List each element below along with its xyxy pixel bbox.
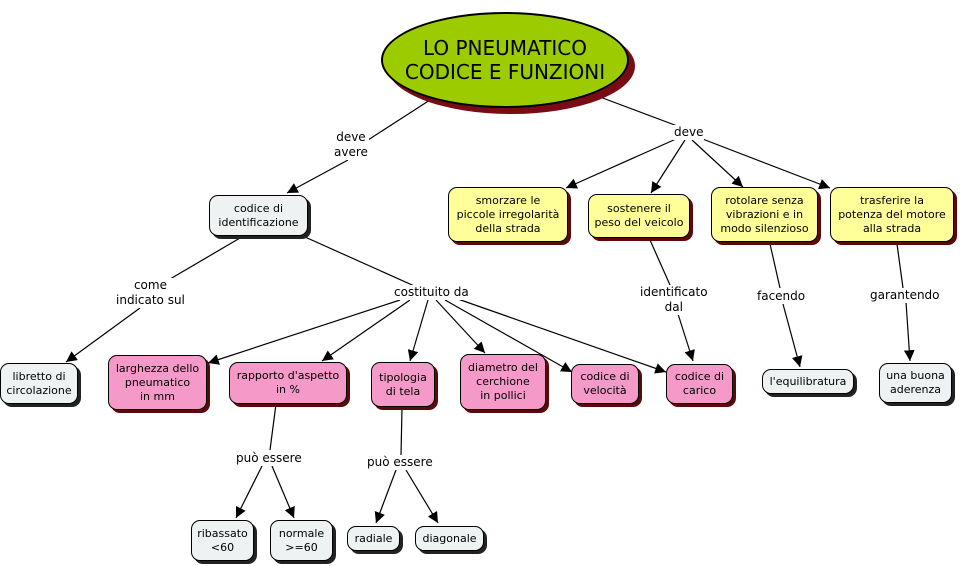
- link-label-costituito-da: costituito da: [393, 285, 470, 300]
- node-larghezza[interactable]: larghezza dello pneumatico in mm: [108, 355, 207, 410]
- link-label-identificato-dal: identificato dal: [639, 285, 709, 315]
- node-carico[interactable]: codice di carico: [666, 364, 733, 404]
- node-codice-identificazione[interactable]: codice di identificazione: [209, 195, 308, 236]
- link-label-puo-essere-2: può essere: [366, 455, 434, 470]
- node-libretto[interactable]: libretto di circolazione: [0, 363, 78, 404]
- node-diagonale[interactable]: diagonale: [415, 526, 484, 551]
- node-smorzare[interactable]: smorzare le piccole irregolarità della s…: [448, 187, 568, 242]
- link-label-deve: deve: [673, 125, 705, 140]
- link-label-deve-avere: deve avere: [333, 130, 369, 160]
- node-radiale[interactable]: radiale: [347, 526, 400, 551]
- link-label-puo-essere-1: può essere: [235, 451, 303, 466]
- root-topic[interactable]: LO PNEUMATICO CODICE E FUNZIONI: [381, 12, 629, 108]
- node-velocita[interactable]: codice di velocità: [571, 364, 639, 404]
- node-normale[interactable]: normale >=60: [270, 520, 333, 561]
- node-rapporto[interactable]: rapporto d'aspetto in %: [229, 362, 347, 404]
- node-rotolare[interactable]: rotolare senza vibrazioni e in modo sile…: [711, 187, 818, 242]
- link-label-garantendo: garantendo: [869, 288, 941, 303]
- link-label-facendo: facendo: [756, 289, 807, 304]
- node-aderenza[interactable]: una buona aderenza: [879, 363, 952, 403]
- node-equilibratura[interactable]: l'equilibratura: [762, 369, 854, 394]
- node-ribassato[interactable]: ribassato <60: [191, 520, 254, 561]
- node-diametro[interactable]: diametro del cerchione in pollici: [460, 354, 546, 410]
- node-sostenere[interactable]: sostenere il peso del veicolo: [588, 194, 690, 238]
- node-trasferire[interactable]: trasferire la potenza del motore alla st…: [830, 187, 954, 242]
- node-tipologia[interactable]: tipologia di tela: [371, 362, 435, 407]
- link-label-come-indicato: come indicato sul: [115, 278, 186, 308]
